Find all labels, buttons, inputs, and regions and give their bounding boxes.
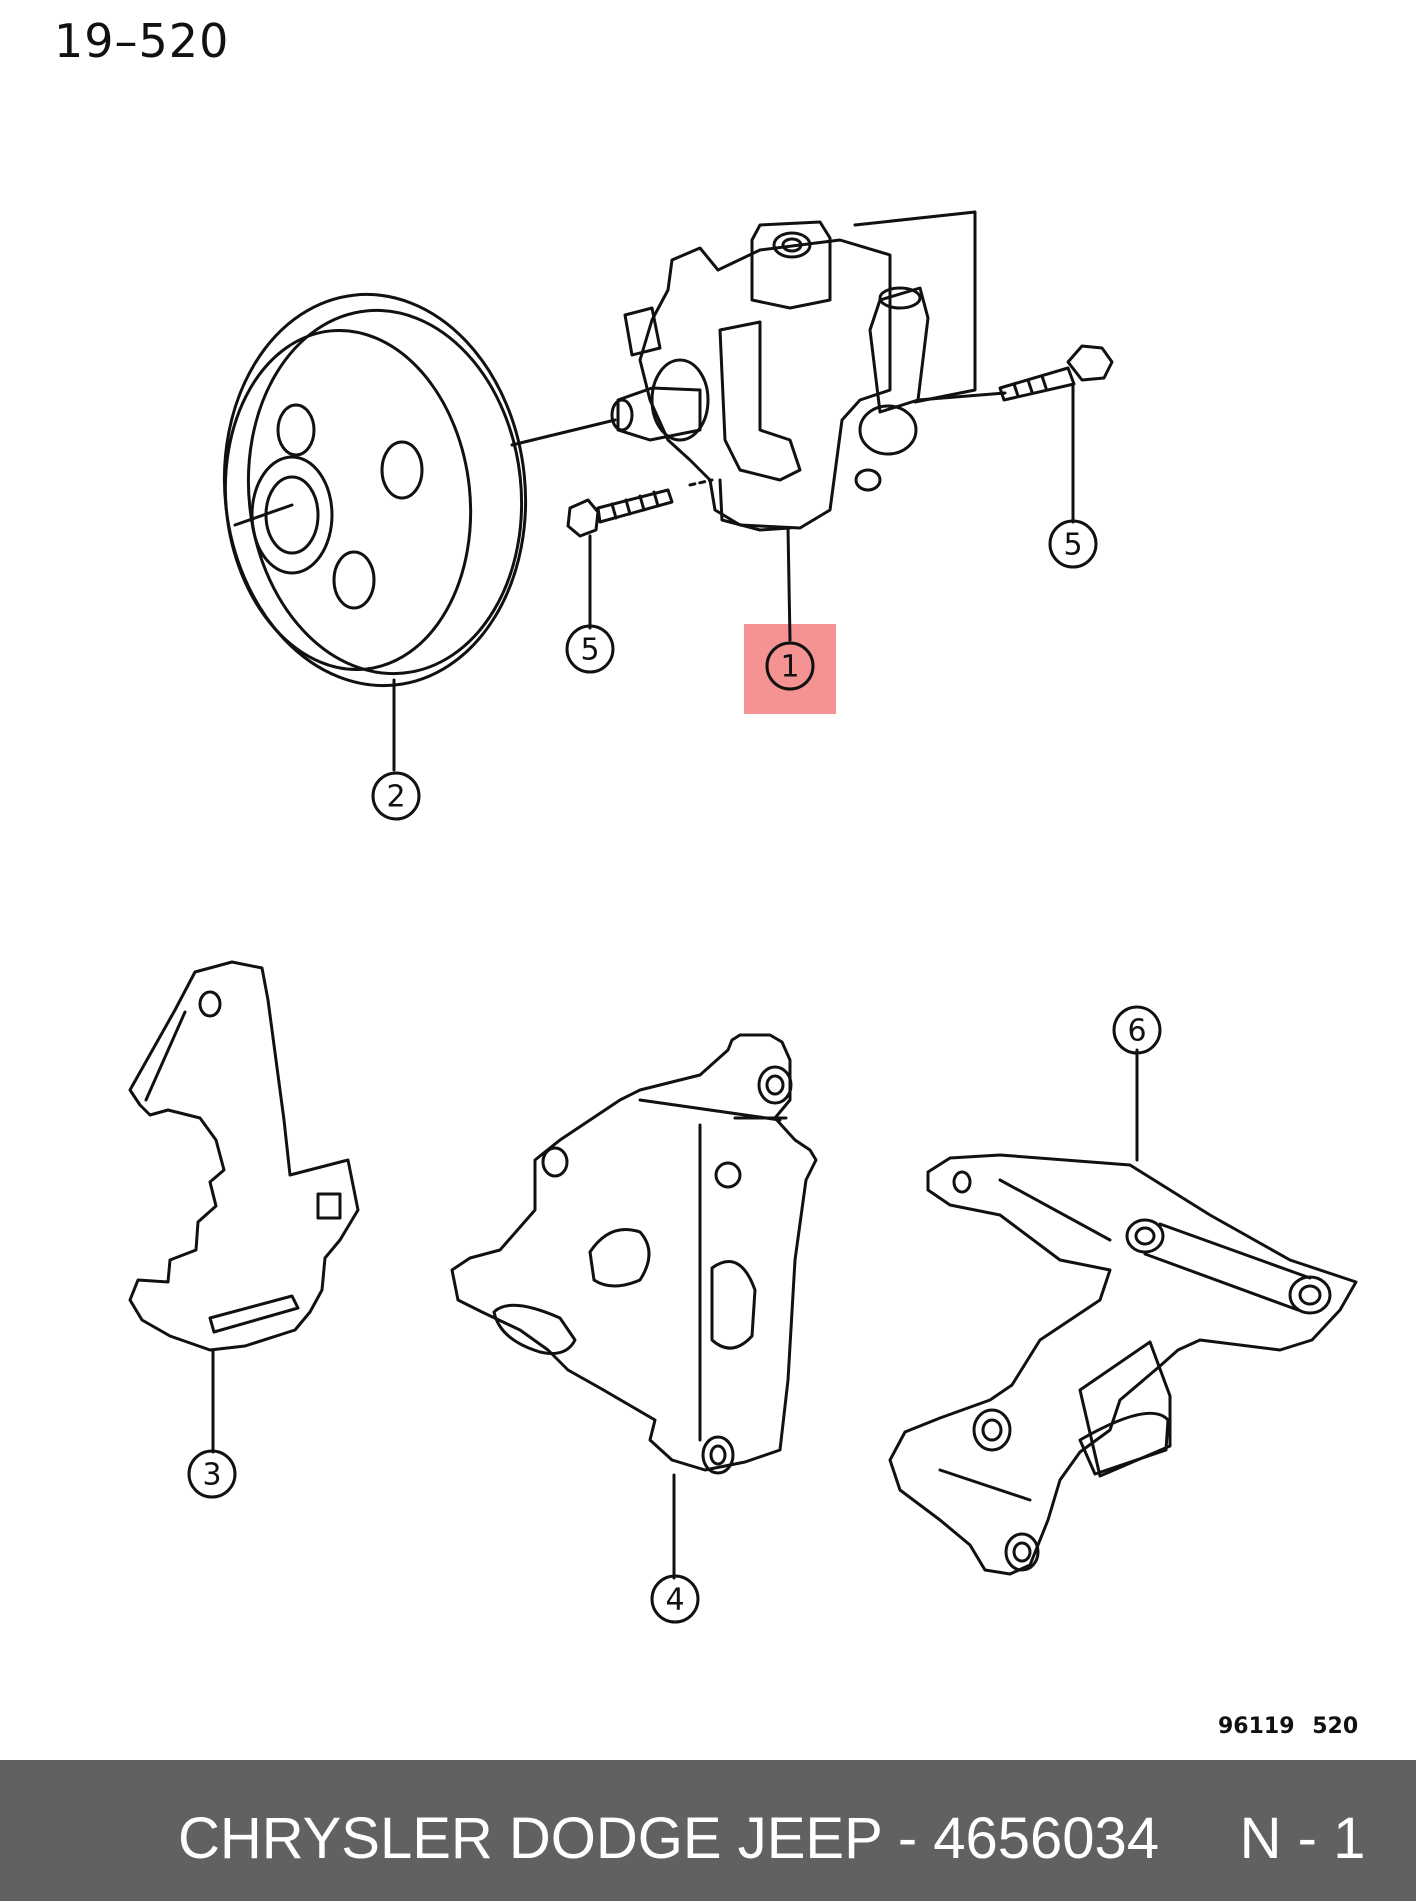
footer-part-number: CHRYSLER DODGE JEEP - 4656034 N - 1 xyxy=(178,1806,1366,1871)
callout-5-right-circle xyxy=(1048,519,1098,569)
power-steering-pump-illustration xyxy=(610,210,1007,532)
callout-5-right-label: 5 xyxy=(1063,528,1082,563)
callout-6-circle xyxy=(1112,1005,1162,1055)
callout-4-circle xyxy=(650,1574,700,1624)
callout-1-label: 1 xyxy=(780,650,799,685)
callout-3-label: 3 xyxy=(202,1458,221,1493)
footer-bar xyxy=(0,1760,1416,1901)
callout-1-circle xyxy=(765,641,815,691)
support-bracket-illustration xyxy=(888,1153,1358,1576)
mount-bracket-illustration xyxy=(450,1033,818,1475)
bolt-left-illustration xyxy=(566,488,674,538)
callout-2-label: 2 xyxy=(386,780,405,815)
parts-diagram: 1 2 3 4 5 5 6 xyxy=(128,210,1358,1624)
pulley-illustration xyxy=(222,292,617,688)
callout-5-left-label: 5 xyxy=(580,633,599,668)
callout-6-label: 6 xyxy=(1127,1014,1146,1049)
page-code: 19–520 xyxy=(54,14,230,68)
bolt-right-illustration xyxy=(998,344,1114,402)
illustration-code: 96119 520 xyxy=(1218,1714,1359,1739)
adjuster-bracket-illustration xyxy=(128,960,360,1352)
callout-4-label: 4 xyxy=(665,1583,684,1618)
callout-2-circle xyxy=(371,771,421,821)
callout-5-left-circle xyxy=(565,624,615,674)
callout-3-circle xyxy=(187,1449,237,1499)
